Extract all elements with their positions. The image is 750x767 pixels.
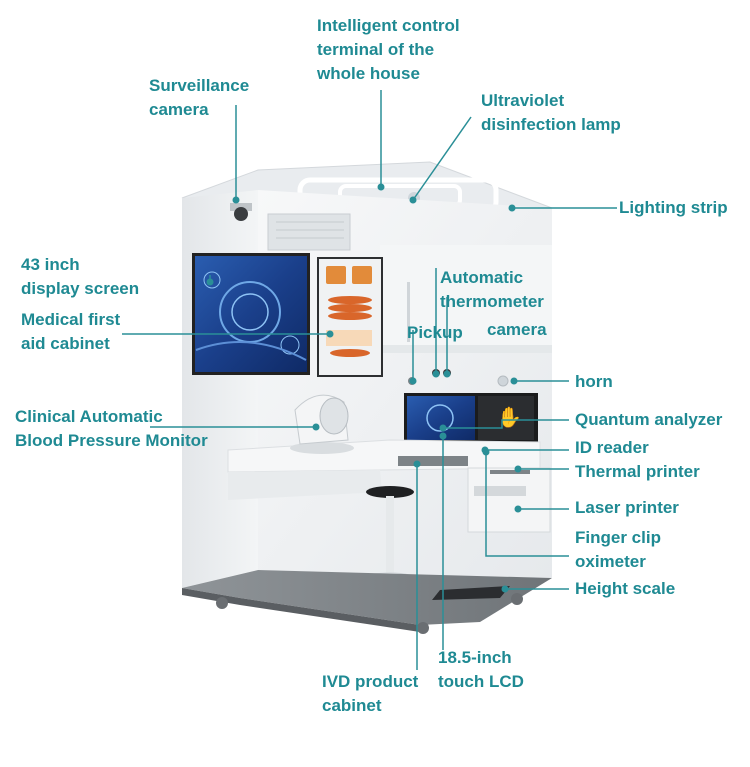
label-thermometer: Automatic thermometer: [440, 268, 544, 311]
leader-lines: [122, 90, 617, 670]
label-ivd: IVD product cabinet: [322, 672, 419, 715]
label-quantum: Quantum analyzer: [575, 410, 723, 429]
label-height-scale: Height scale: [575, 579, 676, 598]
label-pickup: Pickup: [407, 323, 463, 342]
hand-icon: ✋: [497, 405, 522, 429]
left-wall: [182, 190, 258, 588]
label-id-reader: ID reader: [575, 438, 649, 457]
label-thermal-printer: Thermal printer: [575, 462, 700, 481]
surveillance-camera-icon: [230, 203, 252, 221]
label-finger-clip: Finger clip oximeter: [575, 528, 661, 571]
display-screen: [192, 253, 310, 375]
label-surveillance-camera: Surveillance camera: [149, 76, 250, 119]
first-aid-cabinet: [317, 257, 383, 377]
touch-lcd: ✋: [404, 393, 538, 443]
horn-icon: [497, 375, 509, 387]
label-display-screen: 43 inch display screen: [21, 255, 140, 298]
label-intelligent-control: Intelligent control terminal of the whol…: [317, 16, 460, 83]
label-first-aid: Medical first aid cabinet: [21, 310, 121, 353]
label-laser-printer: Laser printer: [575, 498, 679, 517]
label-blood-pressure: Clinical Automatic Blood Pressure Monito…: [15, 407, 208, 450]
floor: [182, 570, 552, 634]
blood-pressure-monitor: [290, 394, 354, 454]
label-horn: horn: [575, 372, 613, 391]
ventilation-box: [267, 213, 351, 251]
label-camera: camera: [487, 320, 547, 339]
label-lighting-strip: Lighting strip: [619, 198, 728, 217]
printer-cabinet: [467, 467, 551, 533]
label-lcd: 18.5-inch touch LCD: [438, 648, 524, 691]
height-scale-icon: [432, 586, 510, 600]
label-uv-lamp: Ultraviolet disinfection lamp: [481, 91, 621, 134]
leader-dots: [206, 183, 522, 593]
